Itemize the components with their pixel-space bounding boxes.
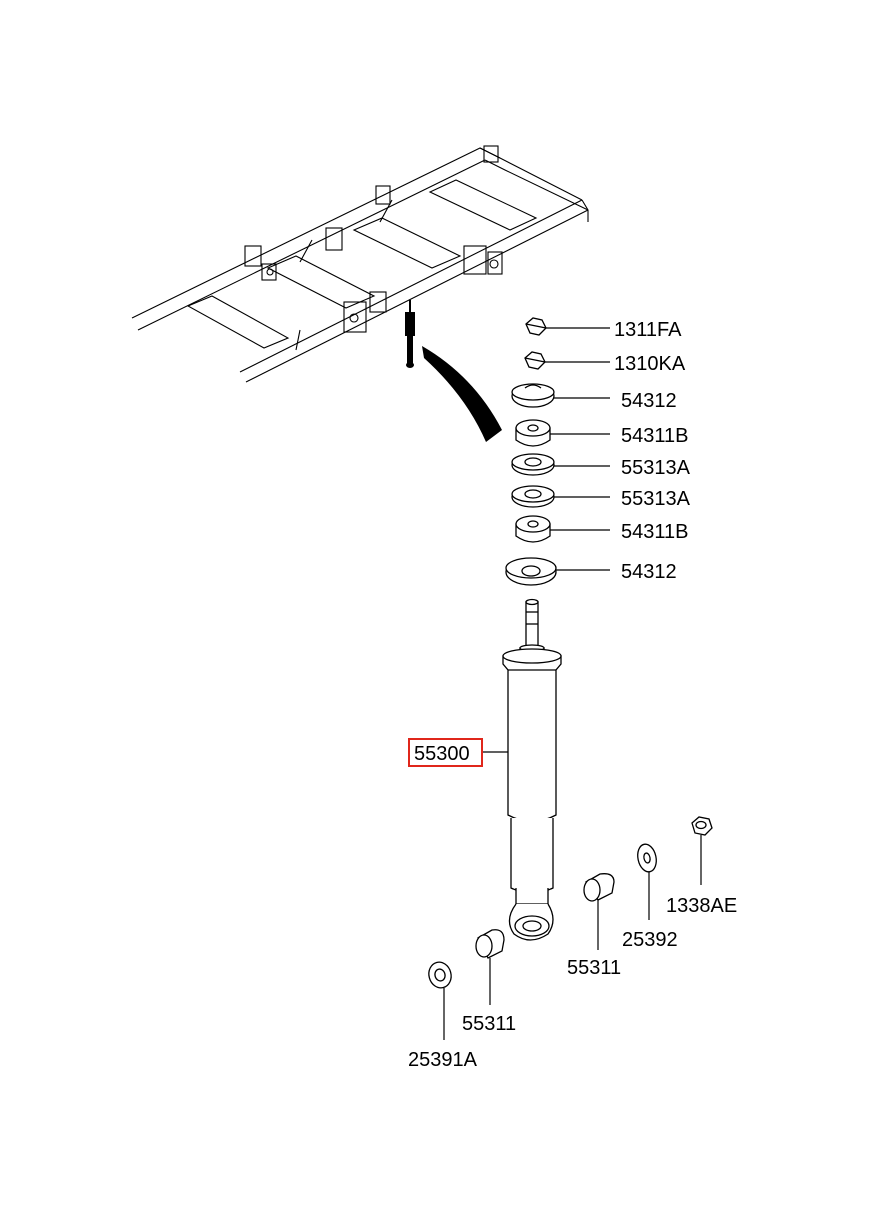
part-25391a-washer (428, 961, 452, 989)
part-1338ae-nut (691, 816, 713, 836)
label-1338ae: 1338AE (666, 895, 737, 917)
part-54311b-upper-bushing (515, 419, 551, 447)
part-55311-left-bushing (475, 929, 505, 959)
part-1311fa-nut (525, 317, 547, 336)
label-55311-right: 55311 (567, 957, 621, 979)
part-55313a-lower-retainer (511, 485, 555, 508)
label-55311-left: 55311 (462, 1013, 516, 1035)
label-55300[interactable]: 55300 (414, 743, 470, 765)
label-25392: 25392 (622, 929, 678, 951)
label-1311fa: 1311FA (614, 319, 682, 341)
part-55300-shock-absorber (502, 598, 562, 941)
part-1310ka-nut (524, 351, 546, 370)
label-54312-top: 54312 (621, 390, 677, 412)
pointer-arrow (422, 346, 502, 442)
part-55313a-upper-retainer (511, 453, 555, 476)
label-1310ka: 1310KA (614, 353, 686, 375)
part-54312-lower-washer (505, 557, 557, 586)
label-54312-bottom: 54312 (621, 561, 677, 583)
part-25392-washer (637, 843, 657, 873)
part-54311b-lower-bushing (515, 515, 551, 543)
part-55311-right-bushing (583, 873, 615, 902)
label-55313a-bottom: 55313A (621, 488, 691, 510)
highlight-box-55300 (408, 738, 483, 767)
leader-lines (443, 327, 702, 1040)
label-54311b-top: 54311B (621, 425, 688, 447)
label-55313a-top: 55313A (621, 457, 691, 479)
label-54311b-bottom: 54311B (621, 521, 688, 543)
label-25391a: 25391A (408, 1049, 478, 1071)
vehicle-frame-illustration (131, 145, 589, 383)
part-54312-upper-washer (511, 383, 555, 408)
